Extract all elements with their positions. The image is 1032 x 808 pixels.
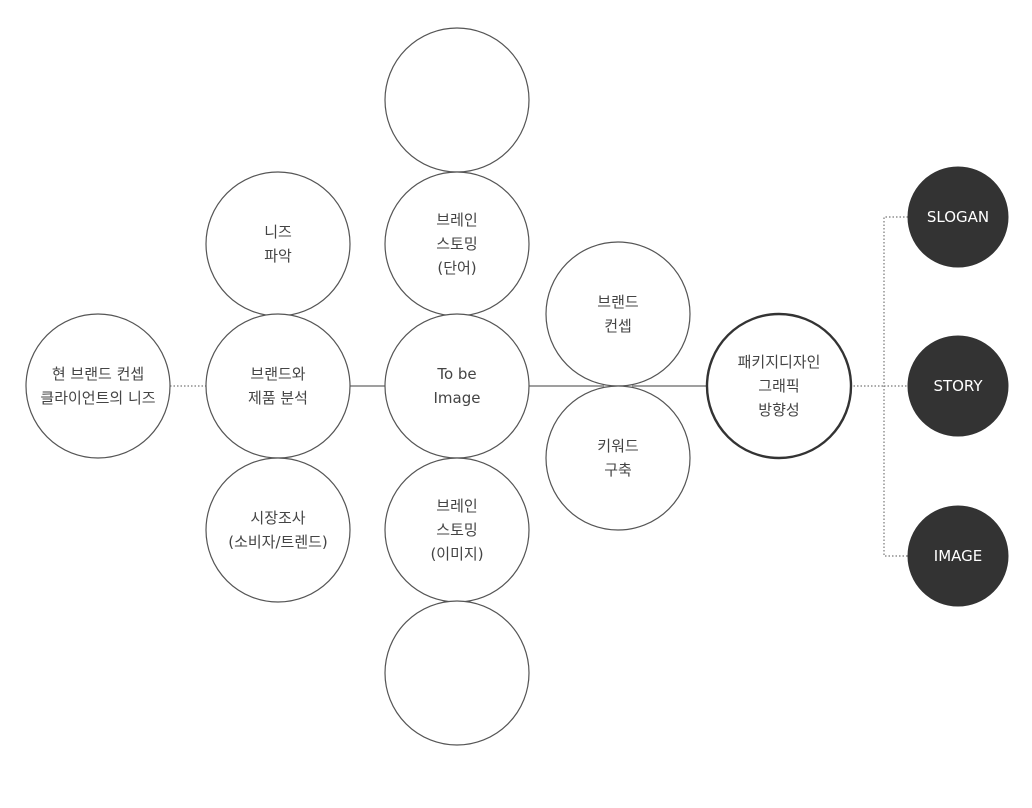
label-line: 그래픽: [758, 377, 799, 395]
label-line: 브랜드와: [250, 365, 305, 383]
label-line: 현 브랜드 컨셉: [52, 365, 144, 383]
label-line: (이미지): [430, 545, 483, 563]
label-line: Image: [434, 389, 481, 407]
label-line: 시장조사: [250, 509, 305, 527]
label-line: 스토밍: [436, 235, 477, 253]
label-line: IMAGE: [934, 547, 982, 565]
label-line: To be: [436, 365, 476, 383]
node-package-design: [705, 312, 853, 460]
label-line: 브랜드: [597, 293, 639, 311]
label-line: 제품 분석: [248, 389, 308, 407]
label-line: 파악: [264, 247, 292, 265]
node-empty-bottom: [384, 600, 530, 746]
label-line: 브레인: [436, 211, 477, 229]
node-market-research: [205, 457, 351, 603]
label-line: 방향성: [758, 401, 799, 419]
label-line: 키워드: [597, 437, 639, 455]
label-to-be-image: To be Image: [434, 365, 481, 407]
label-line: 클라이언트의 니즈: [40, 389, 155, 407]
label-line: SLOGAN: [927, 208, 989, 226]
label-line: 컨셉: [604, 317, 632, 335]
label-line: 패키지디자인: [738, 353, 821, 371]
label-slogan: SLOGAN: [927, 208, 989, 226]
label-line: 브레인: [436, 497, 477, 515]
node-needs: [205, 171, 351, 317]
label-line: 스토밍: [436, 521, 477, 539]
node-to-be-image: [384, 313, 530, 459]
label-story: STORY: [933, 377, 983, 395]
node-keyword: [545, 385, 691, 531]
label-line: 구축: [604, 461, 632, 479]
node-image: [907, 505, 1009, 607]
node-slogan: [907, 166, 1009, 268]
node-story: [907, 335, 1009, 437]
label-line: (소비자/트렌드): [228, 533, 328, 551]
label-market-research: 시장조사 (소비자/트렌드): [228, 509, 328, 551]
node-brand-concept: [545, 241, 691, 387]
node-brand-product: [205, 313, 351, 459]
node-current-brand: [25, 313, 171, 459]
label-line: STORY: [933, 377, 983, 395]
node-empty-top: [384, 27, 530, 173]
label-line: 니즈: [264, 223, 292, 241]
label-line: (단어): [437, 259, 476, 277]
label-image: IMAGE: [934, 547, 982, 565]
